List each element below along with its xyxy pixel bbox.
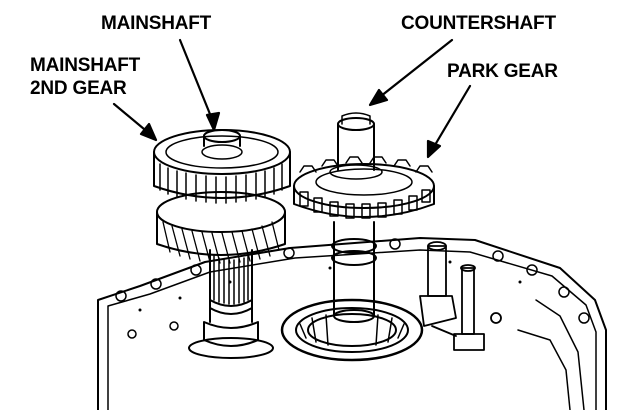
mainshaft-label: MAINSHAFT	[101, 13, 212, 34]
park-lever-mechanism	[419, 241, 502, 351]
countershaft-bearing	[280, 298, 424, 362]
transmission-case	[97, 237, 607, 410]
mainshaft-2nd-gear-label-line1: MAINSHAFT	[30, 55, 141, 76]
mainshaft-2nd-gear-label-line2: 2ND GEAR	[30, 78, 127, 99]
countershaft-label: COUNTERSHAFT	[401, 13, 556, 34]
countershaft-assembly	[293, 112, 435, 323]
park-gear	[293, 156, 435, 219]
park-gear-label: PARK GEAR	[447, 61, 558, 82]
mainshaft-upper-gear	[153, 129, 291, 204]
mainshaft-assembly	[153, 129, 291, 359]
leader-arrows	[112, 38, 472, 159]
mainshaft-2nd-gear	[156, 191, 286, 264]
case-bolt-holes	[115, 238, 590, 339]
